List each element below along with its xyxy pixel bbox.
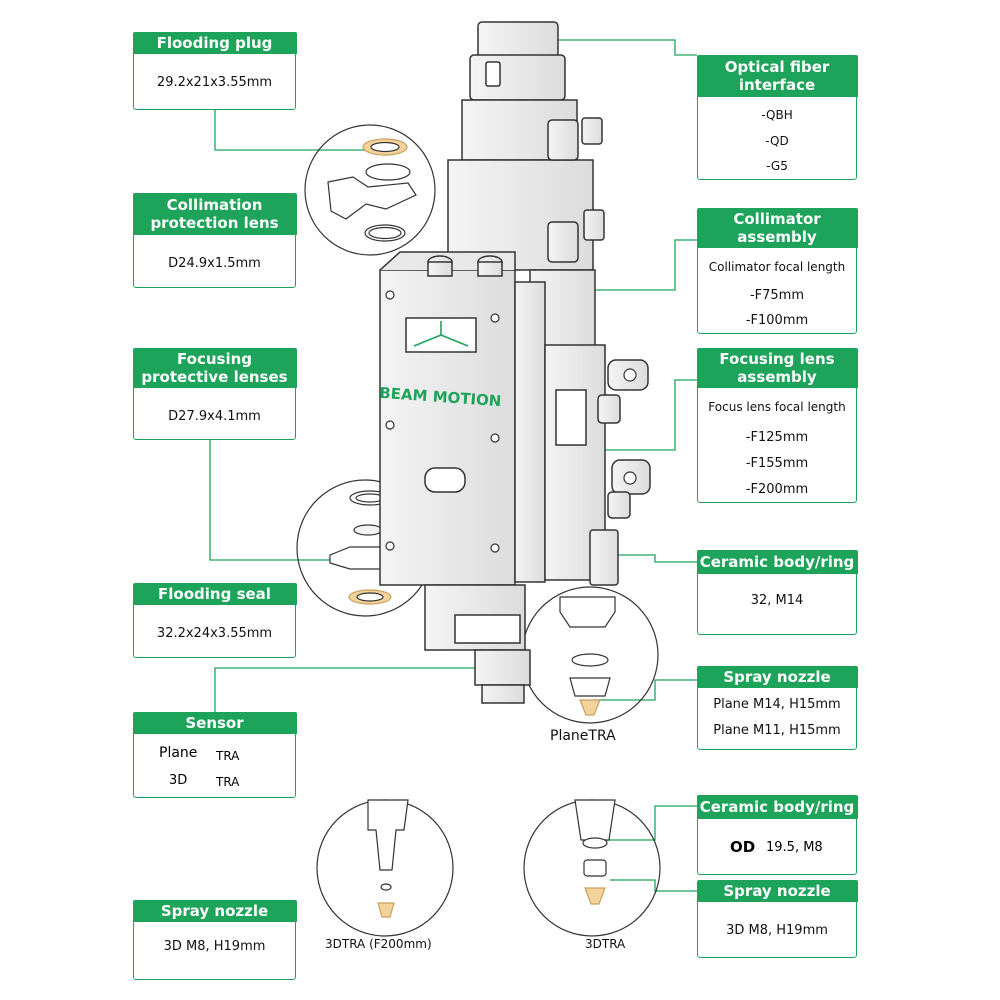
title-line: interface xyxy=(738,75,816,94)
card-title: Focusing protective lenses xyxy=(132,347,297,388)
collimation-lens-card: Collimation protection lens D24.9x1.5mm xyxy=(132,192,297,288)
card-value: 32.2x24x3.55mm xyxy=(156,626,273,641)
card-value: 32, M14 xyxy=(750,593,804,608)
card-title: Ceramic body/ring xyxy=(696,794,858,819)
collimator-card: Collimator assembly Collimator focal len… xyxy=(696,207,858,334)
cutting-head-body xyxy=(379,21,651,704)
title-line: protective lenses xyxy=(141,367,288,386)
card-title: Ceramic body/ring xyxy=(696,549,858,574)
ceramic-ring-1-card: Ceramic body/ring 32, M14 xyxy=(696,549,858,635)
card-value: D27.9x4.1mm xyxy=(168,409,261,424)
focusing-protective-card: Focusing protective lenses D27.9x4.1mm xyxy=(132,347,297,440)
list-item: -QBH xyxy=(761,108,793,122)
title-line: Collimation xyxy=(166,195,263,214)
title-line: protection lens xyxy=(150,213,279,232)
flooding-seal-card: Flooding seal 32.2x24x3.55mm xyxy=(132,582,297,658)
collimation-detail-circle xyxy=(304,124,436,256)
card-value: D24.9x1.5mm xyxy=(168,256,261,271)
card-title: Focusing lens assembly xyxy=(696,347,858,388)
spray-nozzle-plane-card: Spray nozzle Plane M14, H15mm Plane M11,… xyxy=(696,665,858,750)
list-item: -QD xyxy=(765,134,789,148)
card-title: Spray nozzle xyxy=(696,665,858,688)
card-title: Spray nozzle xyxy=(132,899,297,922)
card-subtitle: Collimator focal length xyxy=(708,260,846,274)
list-item: -F125mm xyxy=(745,430,809,445)
list-item: -F100mm xyxy=(745,313,809,328)
card-title: Optical fiber interface xyxy=(696,54,858,97)
flooding-plug-card: Flooding plug 29.2x21x3.55mm xyxy=(132,31,297,110)
list-item: Plane M14, H15mm xyxy=(713,697,841,712)
list-item: -F155mm xyxy=(745,456,809,471)
focusing-lens-card: Focusing lens assembly Focus lens focal … xyxy=(696,347,858,503)
card-title: Collimation protection lens xyxy=(132,192,297,235)
ceramic-ring-2-card: Ceramic body/ring OD 19.5, M8 xyxy=(696,794,858,875)
card-subtitle: Focus lens focal length xyxy=(708,400,846,414)
caption-3d-tra-f200: 3DTRA (F200mm) xyxy=(325,937,432,951)
card-value: 19.5, M8 xyxy=(766,840,823,855)
caption-3d-tra: 3DTRA xyxy=(585,937,626,951)
leader-lines xyxy=(209,39,697,892)
list-item: -G5 xyxy=(766,159,788,173)
sensor-row-b: TRA xyxy=(216,749,240,763)
title-line: Collimator xyxy=(733,209,821,228)
card-value: 29.2x21x3.55mm xyxy=(156,75,273,90)
card-title: Collimator assembly xyxy=(696,207,858,248)
od-label: OD xyxy=(730,838,756,856)
card-title: Sensor xyxy=(132,711,297,734)
spray-nozzle-3d-right-card: Spray nozzle 3D M8, H19mm xyxy=(696,879,858,958)
title-line: Focusing lens xyxy=(719,349,835,368)
list-item: -F200mm xyxy=(745,482,809,497)
spray-nozzle-3d-left-card: Spray nozzle 3D M8, H19mm xyxy=(132,899,297,980)
card-value: 3D M8, H19mm xyxy=(726,923,828,938)
card-value: 3D M8, H19mm xyxy=(163,939,266,954)
card-title: Flooding plug xyxy=(132,31,297,54)
card-title: Flooding seal xyxy=(132,582,297,605)
title-line: assembly xyxy=(737,227,817,246)
card-title: Spray nozzle xyxy=(696,879,858,902)
title-line: assembly xyxy=(737,367,817,386)
list-item: Plane M11, H15mm xyxy=(713,723,841,738)
optical-fiber-card: Optical fiber interface -QBH -QD -G5 xyxy=(696,54,858,180)
list-item: -F75mm xyxy=(749,288,805,303)
caption-plane-tra: PlaneTRA xyxy=(550,728,616,744)
title-line: Optical fiber xyxy=(724,57,830,76)
sensor-card: Sensor Plane TRA 3D TRA xyxy=(132,711,297,798)
sensor-row-a: Plane xyxy=(159,745,198,761)
sensor-row-b: TRA xyxy=(216,775,240,789)
title-line: Focusing xyxy=(177,349,252,368)
sensor-row-a: 3D xyxy=(169,773,188,788)
